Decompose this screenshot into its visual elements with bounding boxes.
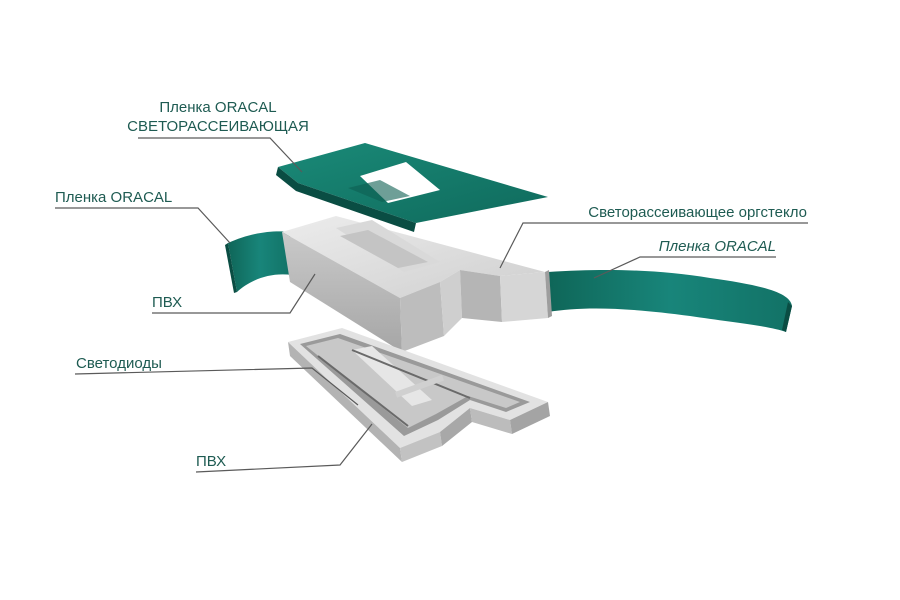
pvc-base-tray	[288, 328, 550, 462]
leader-left-film	[55, 207, 231, 244]
label-left-film: Пленка ORACAL	[55, 189, 172, 206]
leader-right-film	[593, 256, 776, 279]
leader-leds	[74, 367, 359, 406]
top-diffusing-film-letter	[276, 143, 548, 232]
label-acrylic: Светорассеивающее оргстекло	[588, 204, 807, 221]
leader-acrylic	[499, 222, 808, 269]
leader-lines	[55, 137, 808, 473]
leader-pvc-top	[152, 273, 316, 314]
leader-top-film	[138, 137, 303, 173]
label-top-film-line1: Пленка ORACAL	[159, 99, 276, 116]
led-strip	[317, 349, 471, 427]
label-pvc-bottom: ПВХ	[196, 453, 226, 470]
label-pvc-top: ПВХ	[152, 294, 182, 311]
label-top-film-line2: СВЕТОРАССЕИВАЮЩАЯ	[127, 118, 309, 135]
label-leds: Светодиоды	[76, 355, 162, 372]
pvc-letter-body	[282, 216, 552, 352]
left-film-band	[225, 231, 292, 293]
leader-pvc-bottom	[195, 423, 373, 473]
right-film-band	[548, 270, 792, 332]
label-right-film: Пленка ORACAL	[659, 238, 776, 255]
labels: Пленка ORACAL СВЕТОРАССЕИВАЮЩАЯ Пленка O…	[55, 99, 807, 470]
